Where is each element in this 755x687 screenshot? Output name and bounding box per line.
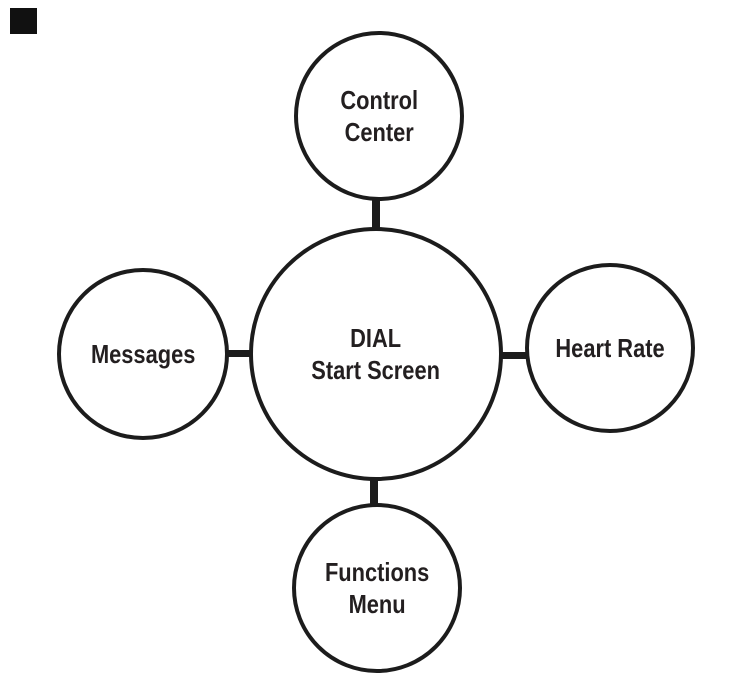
node-control-center-label: Control Center	[340, 85, 418, 147]
node-control-center: Control Center	[294, 31, 464, 201]
node-messages-label: Messages	[90, 339, 196, 369]
node-functions-menu-label: Functions Menu	[324, 557, 430, 619]
node-dial-start-screen-label: DIAL Start Screen	[311, 323, 441, 385]
node-dial-start-screen: DIAL Start Screen	[249, 227, 503, 481]
node-heart-rate: Heart Rate	[525, 263, 695, 433]
node-heart-rate-label: Heart Rate	[555, 333, 665, 363]
node-messages: Messages	[57, 268, 229, 440]
connector-center-to-control-center	[372, 197, 380, 231]
node-functions-menu: Functions Menu	[292, 503, 462, 673]
page-corner-mark	[10, 8, 37, 34]
connector-center-to-messages	[225, 350, 253, 357]
connector-center-to-heart-rate	[499, 352, 529, 359]
connector-center-to-functions-menu	[370, 477, 378, 509]
